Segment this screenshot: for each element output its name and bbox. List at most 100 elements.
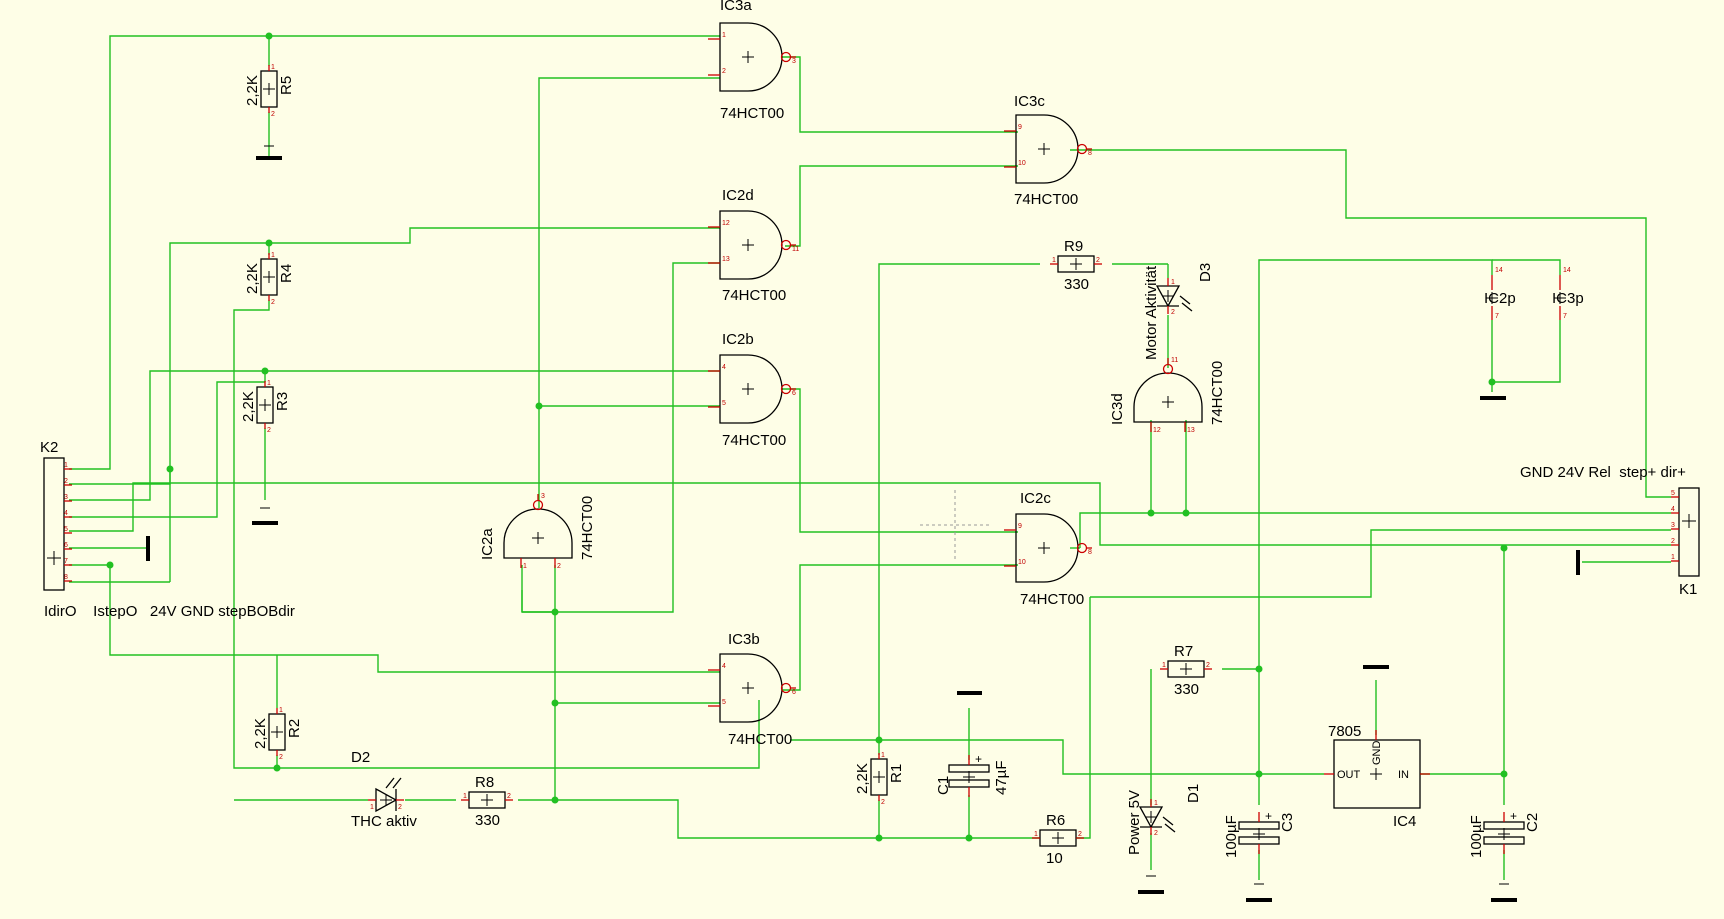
regulator-out-pin: OUT [1337,769,1361,781]
capacitor-plus: + [1265,809,1272,823]
gate-pin: 5 [722,699,726,706]
gate-part: 74HCT00 [728,731,792,748]
junction-dot [1500,544,1508,552]
gate-name: IC3c [1014,93,1045,110]
ground-symbols [130,135,1580,902]
regulator-gnd-pin: GND [1371,741,1383,766]
gate-part: 74HCT00 [1209,361,1226,425]
k2-pin-number: 8 [64,574,68,581]
gate-pin: 10 [1018,160,1026,167]
capacitor-value: 47µF [993,761,1010,796]
gate-pin: 1 [523,563,527,570]
gate-pin: 3 [792,58,796,65]
gate-pin: 13 [722,256,730,263]
gate-pin: 11 [1171,357,1178,364]
gate-name: IC2d [722,187,754,204]
junction-dots [106,32,1508,842]
junction-dot [551,796,559,804]
gate-pin: 8 [1088,549,1092,556]
resistor-pin: 1 [271,252,275,259]
junction-dot [875,834,883,842]
resistor-pin: 2 [1096,257,1100,264]
resistors: 12R52,2K12R42,2K12R32,2K12R22,2K12R12,2K… [240,64,1212,867]
capacitor-value: 100µF [1223,815,1240,858]
connector-k2-caption: IdirO IstepO 24V GND stepBOBdir [44,603,295,620]
gate-pin: 4 [722,663,726,670]
k1-pin-number: 1 [1671,554,1675,561]
resistor-name: R1 [888,764,905,783]
resistor-pin: 2 [881,799,885,806]
gate-part: 74HCT00 [720,105,784,122]
resistor-pin: 1 [463,793,467,800]
gate-pin: 1 [722,32,726,39]
resistor-name: R8 [475,774,494,791]
resistor-name: R7 [1174,643,1193,660]
wire-net [69,35,1671,880]
gate-pin: 10 [1018,559,1026,566]
k1-pin-number: 4 [1671,506,1675,513]
led-name: D3 [1197,263,1214,282]
junction-dot [261,367,269,375]
capacitor-plus: + [975,752,982,766]
gate-pin: 8 [1088,150,1092,157]
gate-pin: 3 [541,493,545,500]
k2-pin-number: 3 [64,494,68,501]
k2-pin-number: 5 [64,526,68,533]
resistor-value: 330 [475,812,500,829]
resistor-pin: 2 [271,299,275,306]
gate-name: IC3b [728,631,760,648]
regulator-name: IC4 [1393,813,1416,830]
ground-r5 [256,135,282,160]
k1-pin-number: 3 [1671,522,1675,529]
connector-k2-name: K2 [40,439,58,456]
gate-part: 74HCT00 [722,432,786,449]
led-value: Motor Aktivität [1143,265,1160,360]
gate-pin: 12 [1153,427,1161,434]
resistor-name: R4 [278,264,295,283]
junction-dot [106,561,114,569]
gate-name: IC3d [1109,393,1126,425]
power-pin-top: 14 [1495,267,1503,274]
gate-pin: 9 [1018,124,1022,131]
led-pin: 1 [370,804,374,811]
gate-name: IC2a [479,528,496,560]
resistor-pin: 1 [271,64,275,71]
resistor-value: 2,2K [244,75,261,106]
junction-dot [965,834,973,842]
junction-dot [535,402,543,410]
gate-name: IC2b [722,331,754,348]
junction-dot [166,465,174,473]
gate-pin: 13 [1187,427,1195,434]
resistor-value: 330 [1174,681,1199,698]
resistor-value: 2,2K [252,718,269,749]
junction-dot [1147,509,1155,517]
resistor-pin: 1 [1034,831,1038,838]
nand-gates: 123IC3a74HCT009108IC3c74HCT00121311IC2d7… [479,0,1226,748]
resistor-value: 2,2K [854,763,871,794]
resistor-name: R9 [1064,238,1083,255]
capacitor-name: C2 [1524,813,1541,832]
resistor-pin: 2 [1078,831,1082,838]
resistor-pin: 2 [267,427,271,434]
capacitor-name: C3 [1279,813,1296,832]
gate-part: 74HCT00 [722,287,786,304]
resistor-pin: 1 [267,380,271,387]
resistor-value: 2,2K [244,263,261,294]
gate-pin: 2 [557,563,561,570]
ground-c3 [1246,883,1272,902]
gate-pin: 5 [722,400,726,407]
ground-d1 [1138,875,1164,894]
power-pins-name: IC2p [1484,290,1516,307]
